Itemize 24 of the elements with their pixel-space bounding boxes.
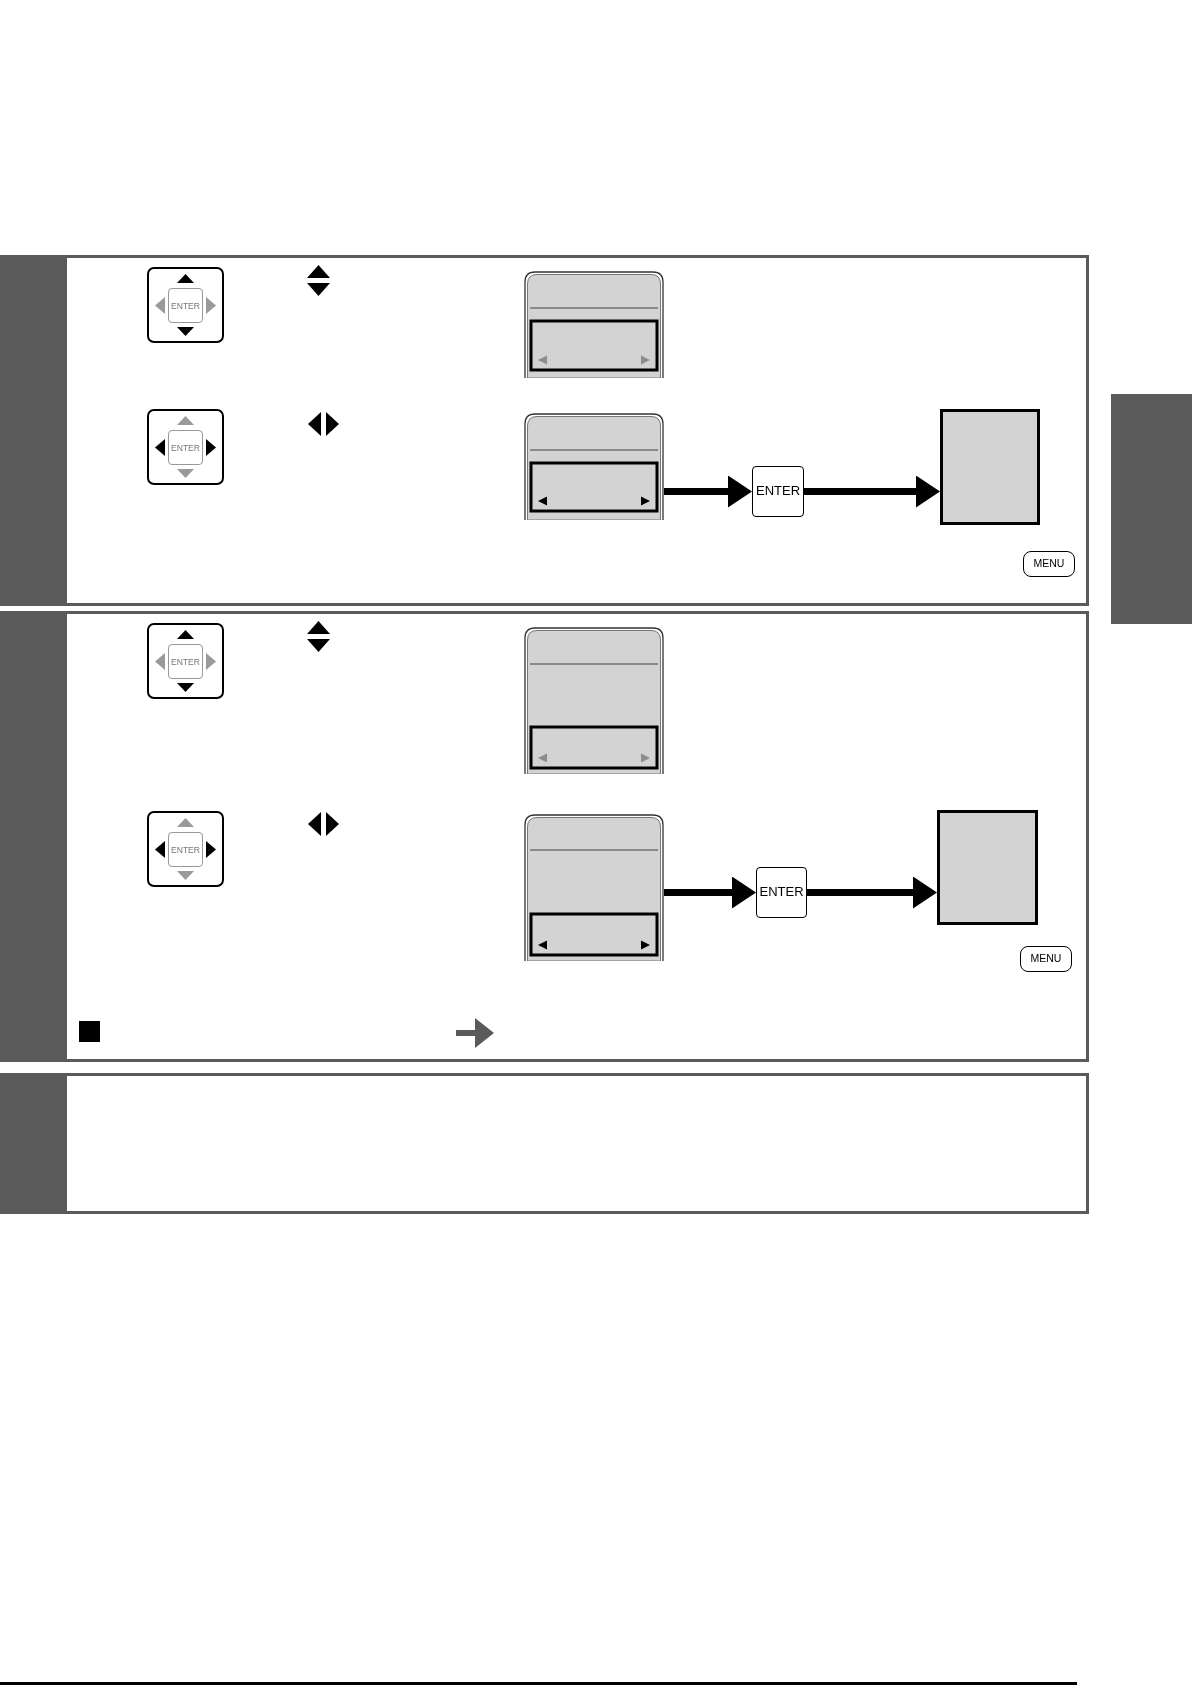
arrow [807, 876, 937, 909]
menu-screen [524, 413, 664, 520]
enter-key: ENTER [168, 644, 203, 679]
direction-pad [147, 811, 224, 887]
step-panel [0, 255, 1089, 606]
enter-key: ENTER [168, 832, 203, 867]
direction-pad [147, 267, 224, 343]
menu-button: MENU [1023, 551, 1075, 577]
direction-pad [147, 409, 224, 485]
enter-key: ENTER [168, 288, 203, 323]
menu-button: MENU [1020, 946, 1072, 972]
section-tab [1111, 394, 1192, 624]
enter-button: ENTER [752, 466, 804, 517]
enter-key: ENTER [168, 430, 203, 465]
menu-screen [524, 627, 664, 774]
direction-pad [147, 623, 224, 699]
step-panel [0, 1073, 1089, 1214]
menu-screen [524, 814, 664, 961]
menu-screen [524, 271, 664, 378]
step-panel [0, 611, 1089, 1062]
arrow [804, 475, 940, 508]
enter-button: ENTER [756, 867, 807, 918]
result-screen [940, 409, 1040, 525]
result-screen [937, 810, 1038, 925]
